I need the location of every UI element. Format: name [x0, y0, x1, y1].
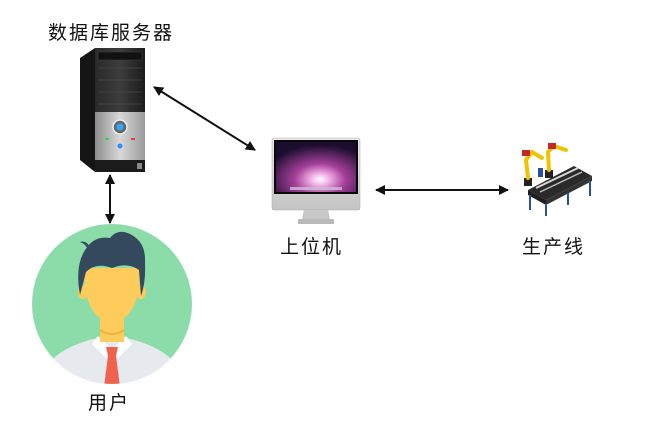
server-label: 数据库服务器 — [48, 22, 175, 44]
host-pc-label: 上位机 — [280, 236, 344, 258]
production-line-label: 生产线 — [522, 236, 586, 258]
arrow-server-pc — [153, 86, 256, 151]
server-tower-icon[interactable] — [80, 48, 145, 172]
robotic-production-line-icon[interactable] — [522, 143, 592, 216]
user-label: 用户 — [88, 392, 131, 414]
desktop-monitor-icon[interactable] — [271, 137, 361, 224]
user-avatar-icon[interactable] — [30, 224, 194, 400]
